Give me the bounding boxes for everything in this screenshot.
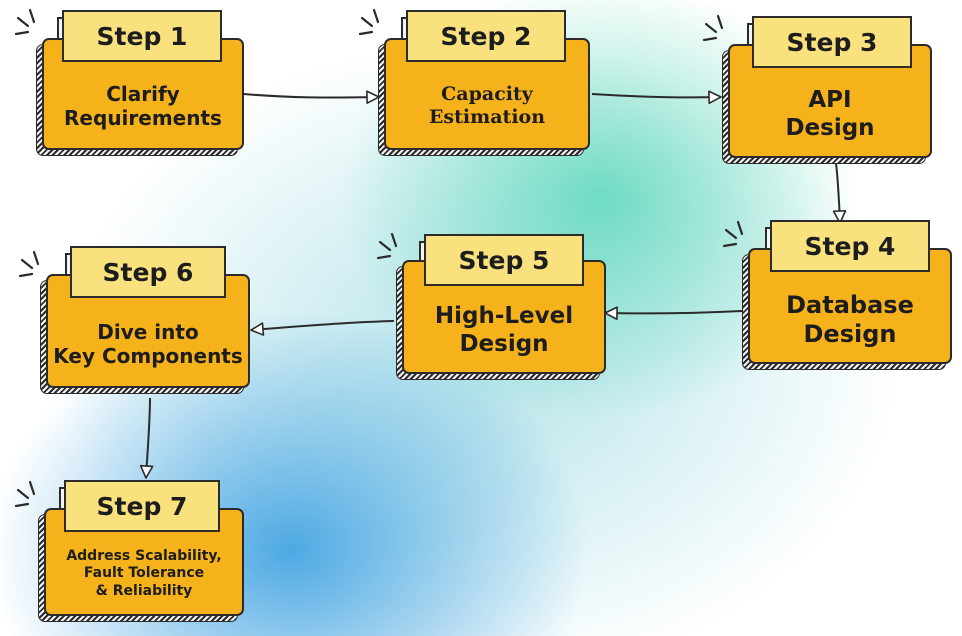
step-2-tab: Step 2: [401, 10, 566, 69]
step-2-title: Step 2: [440, 21, 532, 51]
step-3-title: Step 3: [786, 27, 878, 57]
sparkle-icon: [702, 14, 724, 42]
step-6-tab: Step 6: [65, 246, 226, 305]
step-5-text: High-Level Design: [434, 302, 574, 357]
arrow-step6-to-step7: [139, 397, 154, 479]
step-3-tab: Step 3: [747, 16, 912, 75]
sparkle-icon: [358, 8, 380, 36]
step-6-text: Dive into Key Components: [53, 319, 243, 368]
step-4-tab: Step 4: [765, 220, 930, 279]
step-7-title: Step 7: [96, 491, 188, 521]
sparkle-icon: [14, 480, 36, 508]
step-3-text: API Design: [785, 86, 875, 141]
step-1-title: Step 1: [96, 21, 188, 51]
step-1-text: Clarify Requirements: [64, 81, 222, 130]
step-7-text: Address Scalability, Fault Tolerance & R…: [66, 548, 222, 599]
step-5-tab: Step 5: [419, 234, 584, 293]
step-2-text: Capacity Estimation: [428, 82, 546, 128]
sparkle-icon: [722, 220, 744, 248]
step-7-tab: Step 7: [59, 480, 220, 539]
sparkle-icon: [18, 250, 40, 278]
step-7-card: Address Scalability, Fault Tolerance & R…: [38, 508, 244, 622]
arrow-step1-to-step2: [243, 90, 380, 105]
arrow-step3-to-step4: [832, 162, 847, 224]
step-6-title: Step 6: [102, 257, 194, 287]
sparkle-icon: [14, 8, 36, 36]
arrow-step2-to-step3: [591, 90, 722, 105]
step-5-title: Step 5: [458, 245, 550, 275]
sparkle-icon: [376, 232, 398, 260]
arrow-step5-to-step6: [250, 320, 395, 336]
arrow-step4-to-step5: [604, 306, 743, 321]
step-4-title: Step 4: [804, 231, 896, 261]
step-1-tab: Step 1: [57, 10, 222, 69]
step-4-text: Database Design: [786, 290, 914, 348]
